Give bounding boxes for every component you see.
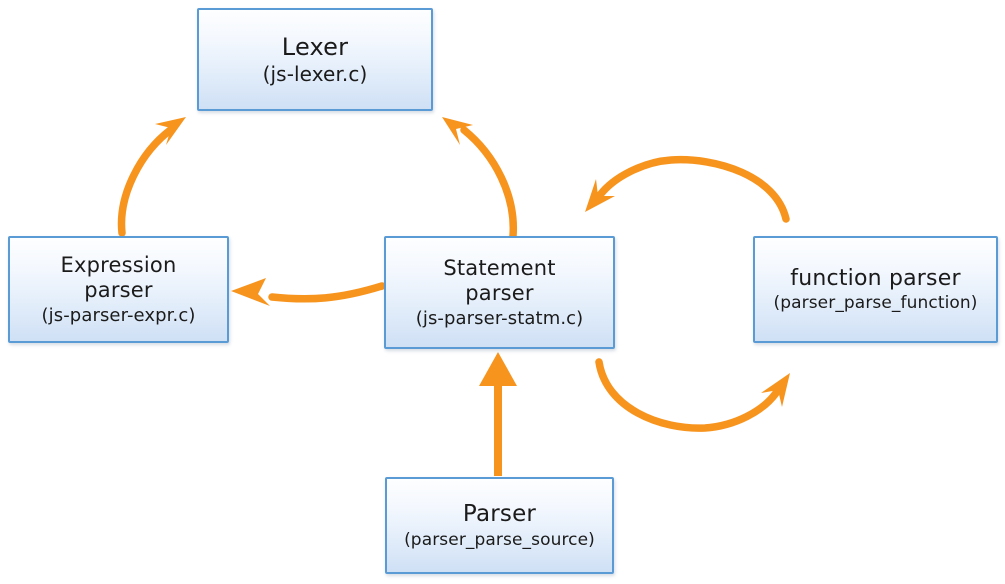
node-lexer-subtitle: (js-lexer.c) xyxy=(262,61,368,86)
edge-statement-to-lexer xyxy=(442,117,518,240)
edge-statement-to-function xyxy=(595,358,790,432)
node-function-parser[interactable]: function parser (parser_parse_function) xyxy=(753,236,998,343)
node-expression-parser-title: Expression parser xyxy=(60,253,177,302)
node-parser-title: Parser xyxy=(462,500,537,527)
node-statement-parser-title: Statement parser xyxy=(443,256,556,305)
node-function-parser-title: function parser xyxy=(790,265,961,291)
node-statement-parser[interactable]: Statement parser (js-parser-statm.c) xyxy=(384,236,615,349)
edge-parser-to-statement xyxy=(479,352,517,476)
node-expression-parser[interactable]: Expression parser (js-parser-expr.c) xyxy=(8,236,229,343)
node-expression-parser-subtitle: (js-parser-expr.c) xyxy=(41,304,196,326)
edge-expression-to-lexer xyxy=(117,117,186,237)
edge-statement-to-expression xyxy=(231,278,386,306)
node-parser[interactable]: Parser (parser_parse_source) xyxy=(385,477,614,574)
node-lexer[interactable]: Lexer (js-lexer.c) xyxy=(197,8,433,111)
edge-function-to-statement xyxy=(585,155,790,223)
node-statement-parser-subtitle: (js-parser-statm.c) xyxy=(415,307,584,329)
node-lexer-title: Lexer xyxy=(281,32,349,61)
node-parser-subtitle: (parser_parse_source) xyxy=(404,530,595,551)
node-function-parser-subtitle: (parser_parse_function) xyxy=(773,293,978,314)
